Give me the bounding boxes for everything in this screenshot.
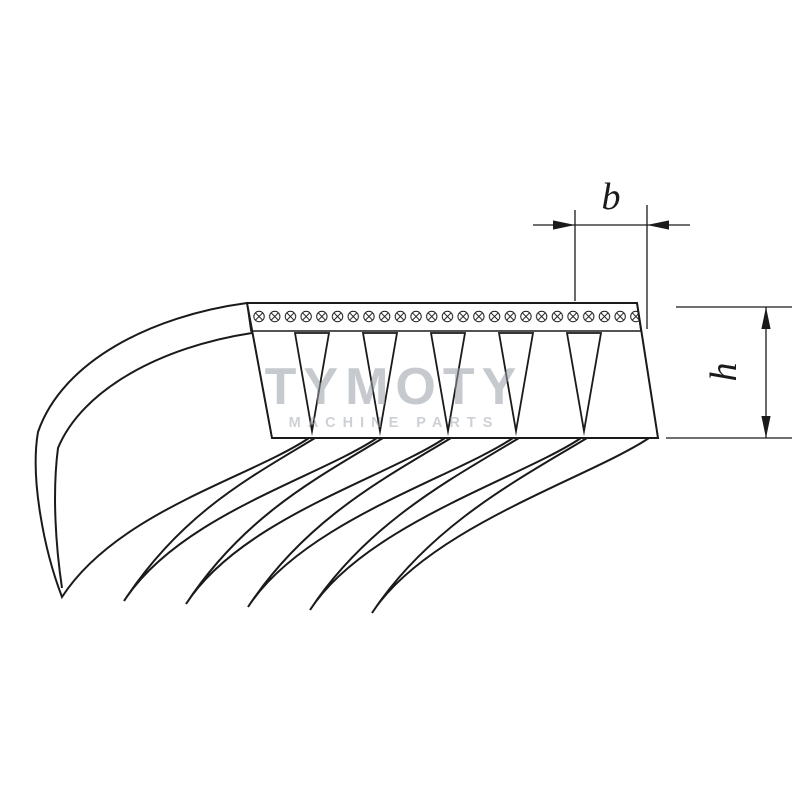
dimension-h: h bbox=[666, 306, 792, 439]
belt-groove bbox=[293, 332, 331, 437]
dimension-h-label: h bbox=[703, 363, 745, 382]
belt-groove bbox=[497, 332, 535, 437]
belt-rib bbox=[185, 437, 449, 605]
dimension-h-arrow-bottom bbox=[761, 416, 771, 438]
belt-back-edge bbox=[54, 332, 253, 589]
belt-rib bbox=[34, 301, 311, 600]
watermark-subtitle: MACHINE PARTS bbox=[289, 415, 500, 431]
belt-rib-fan bbox=[34, 301, 653, 614]
belt-groove bbox=[565, 332, 603, 437]
belt-grooves bbox=[293, 332, 603, 437]
dimension-b-arrow-left bbox=[553, 220, 575, 230]
watermark: TYMOTY MACHINE PARTS bbox=[265, 358, 524, 431]
belt-groove bbox=[361, 332, 399, 437]
belt-groove bbox=[429, 332, 467, 437]
belt-rib bbox=[123, 437, 381, 602]
belt-rib bbox=[309, 437, 585, 611]
belt-cord-band bbox=[246, 302, 642, 332]
dimension-h-arrow-top bbox=[761, 307, 771, 329]
dimension-b: b bbox=[533, 176, 690, 329]
dimension-b-arrow-right bbox=[647, 220, 669, 230]
belt-rib bbox=[247, 437, 517, 608]
belt-rib bbox=[371, 437, 653, 614]
dimension-b-label: b bbox=[602, 176, 621, 218]
watermark-brand: TYMOTY bbox=[265, 358, 524, 416]
